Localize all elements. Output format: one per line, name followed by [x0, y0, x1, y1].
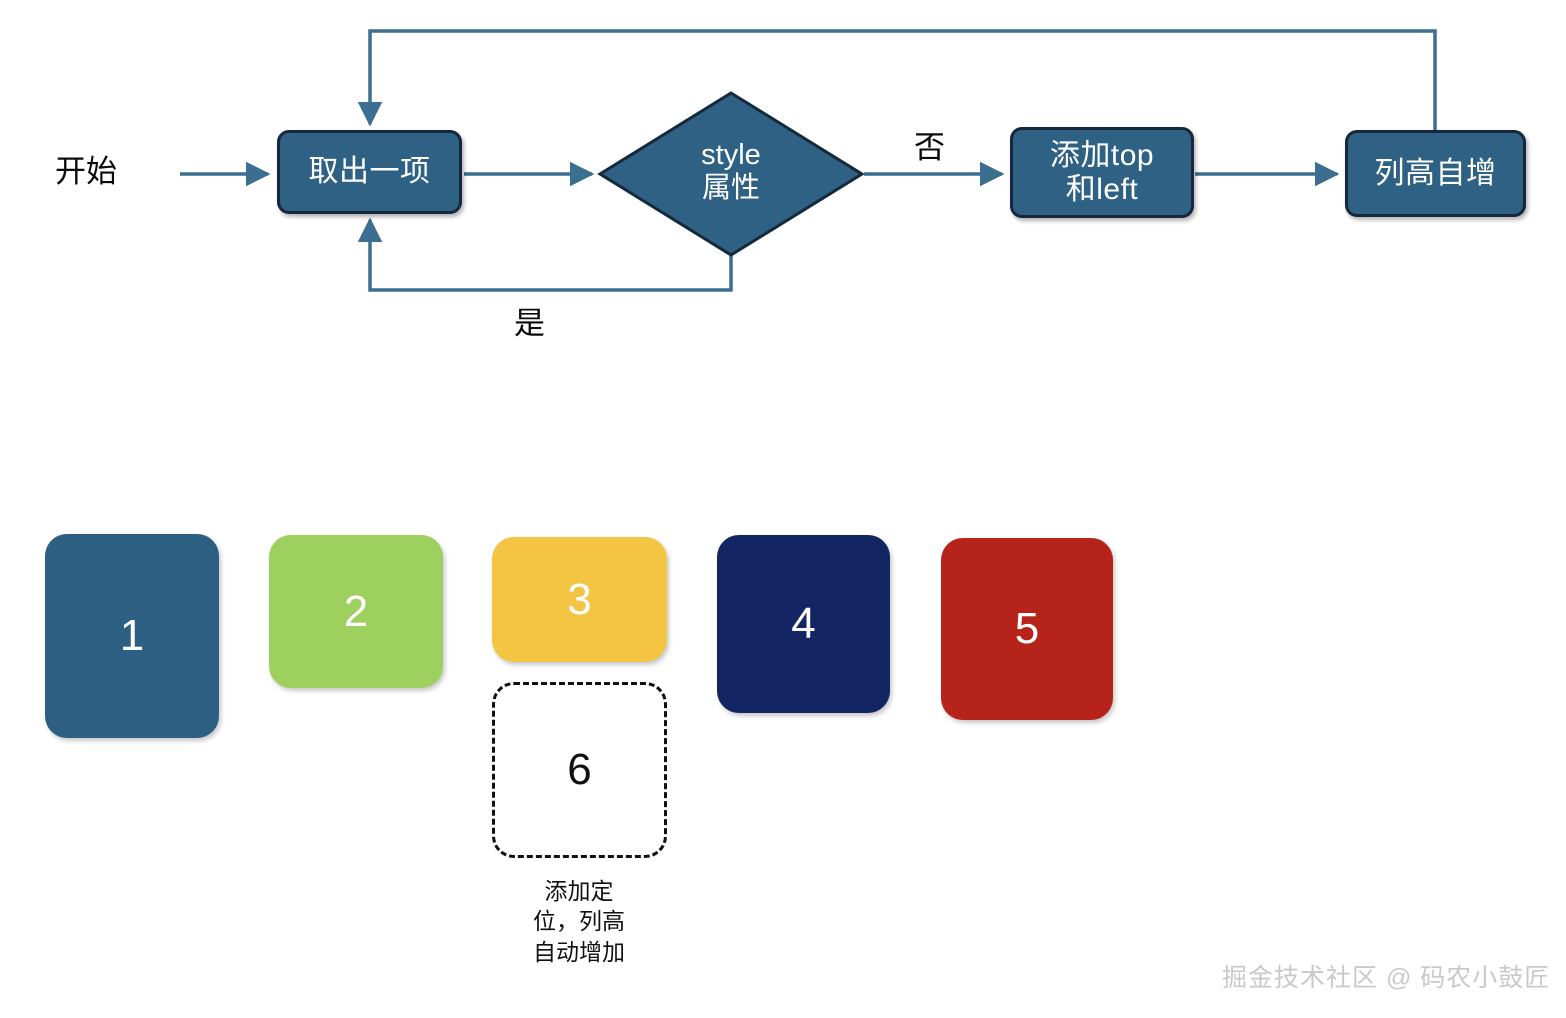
color-box-1-label: 1: [119, 611, 145, 660]
flow-no-label: 否: [914, 130, 945, 165]
flow-node-column-height-increase[interactable]: 列高自增: [1345, 130, 1526, 217]
flow-node-column-height-increase-label: 列高自增: [1374, 156, 1497, 190]
color-box-5[interactable]: 5: [941, 538, 1113, 720]
color-box-6-label: 6: [567, 745, 592, 794]
color-box-2[interactable]: 2: [269, 535, 443, 688]
flow-start-label: 开始: [55, 154, 117, 189]
color-box-6-caption: 添加定位，列高自动增加: [533, 878, 625, 965]
flow-node-take-item-label: 取出一项: [308, 155, 431, 189]
decision-diamond-shape: [597, 91, 865, 257]
color-box-6[interactable]: 6: [492, 682, 667, 858]
color-box-2-label: 2: [343, 586, 369, 636]
flow-node-add-top-left[interactable]: 添加top 和left: [1010, 127, 1194, 218]
color-box-4-label: 4: [791, 599, 816, 648]
flow-node-take-item[interactable]: 取出一项: [277, 130, 462, 214]
connector-loop-yes: [357, 217, 733, 292]
flow-node-add-top-left-line1: 添加top: [1049, 138, 1155, 172]
color-box-4[interactable]: 4: [717, 535, 890, 713]
watermark-text: 掘金技术社区 @ 码农小鼓匠: [1222, 964, 1551, 992]
flow-yes-label: 是: [514, 306, 545, 341]
flowchart-connectors: [180, 29, 1437, 292]
color-box-3-label: 3: [567, 574, 592, 624]
flow-node-add-top-left-line2: 和left: [1065, 172, 1139, 206]
color-box-1[interactable]: 1: [45, 534, 219, 738]
color-box-3[interactable]: 3: [492, 537, 667, 662]
connector-loop-top: [357, 29, 1437, 130]
color-box-5-label: 5: [1014, 604, 1040, 653]
